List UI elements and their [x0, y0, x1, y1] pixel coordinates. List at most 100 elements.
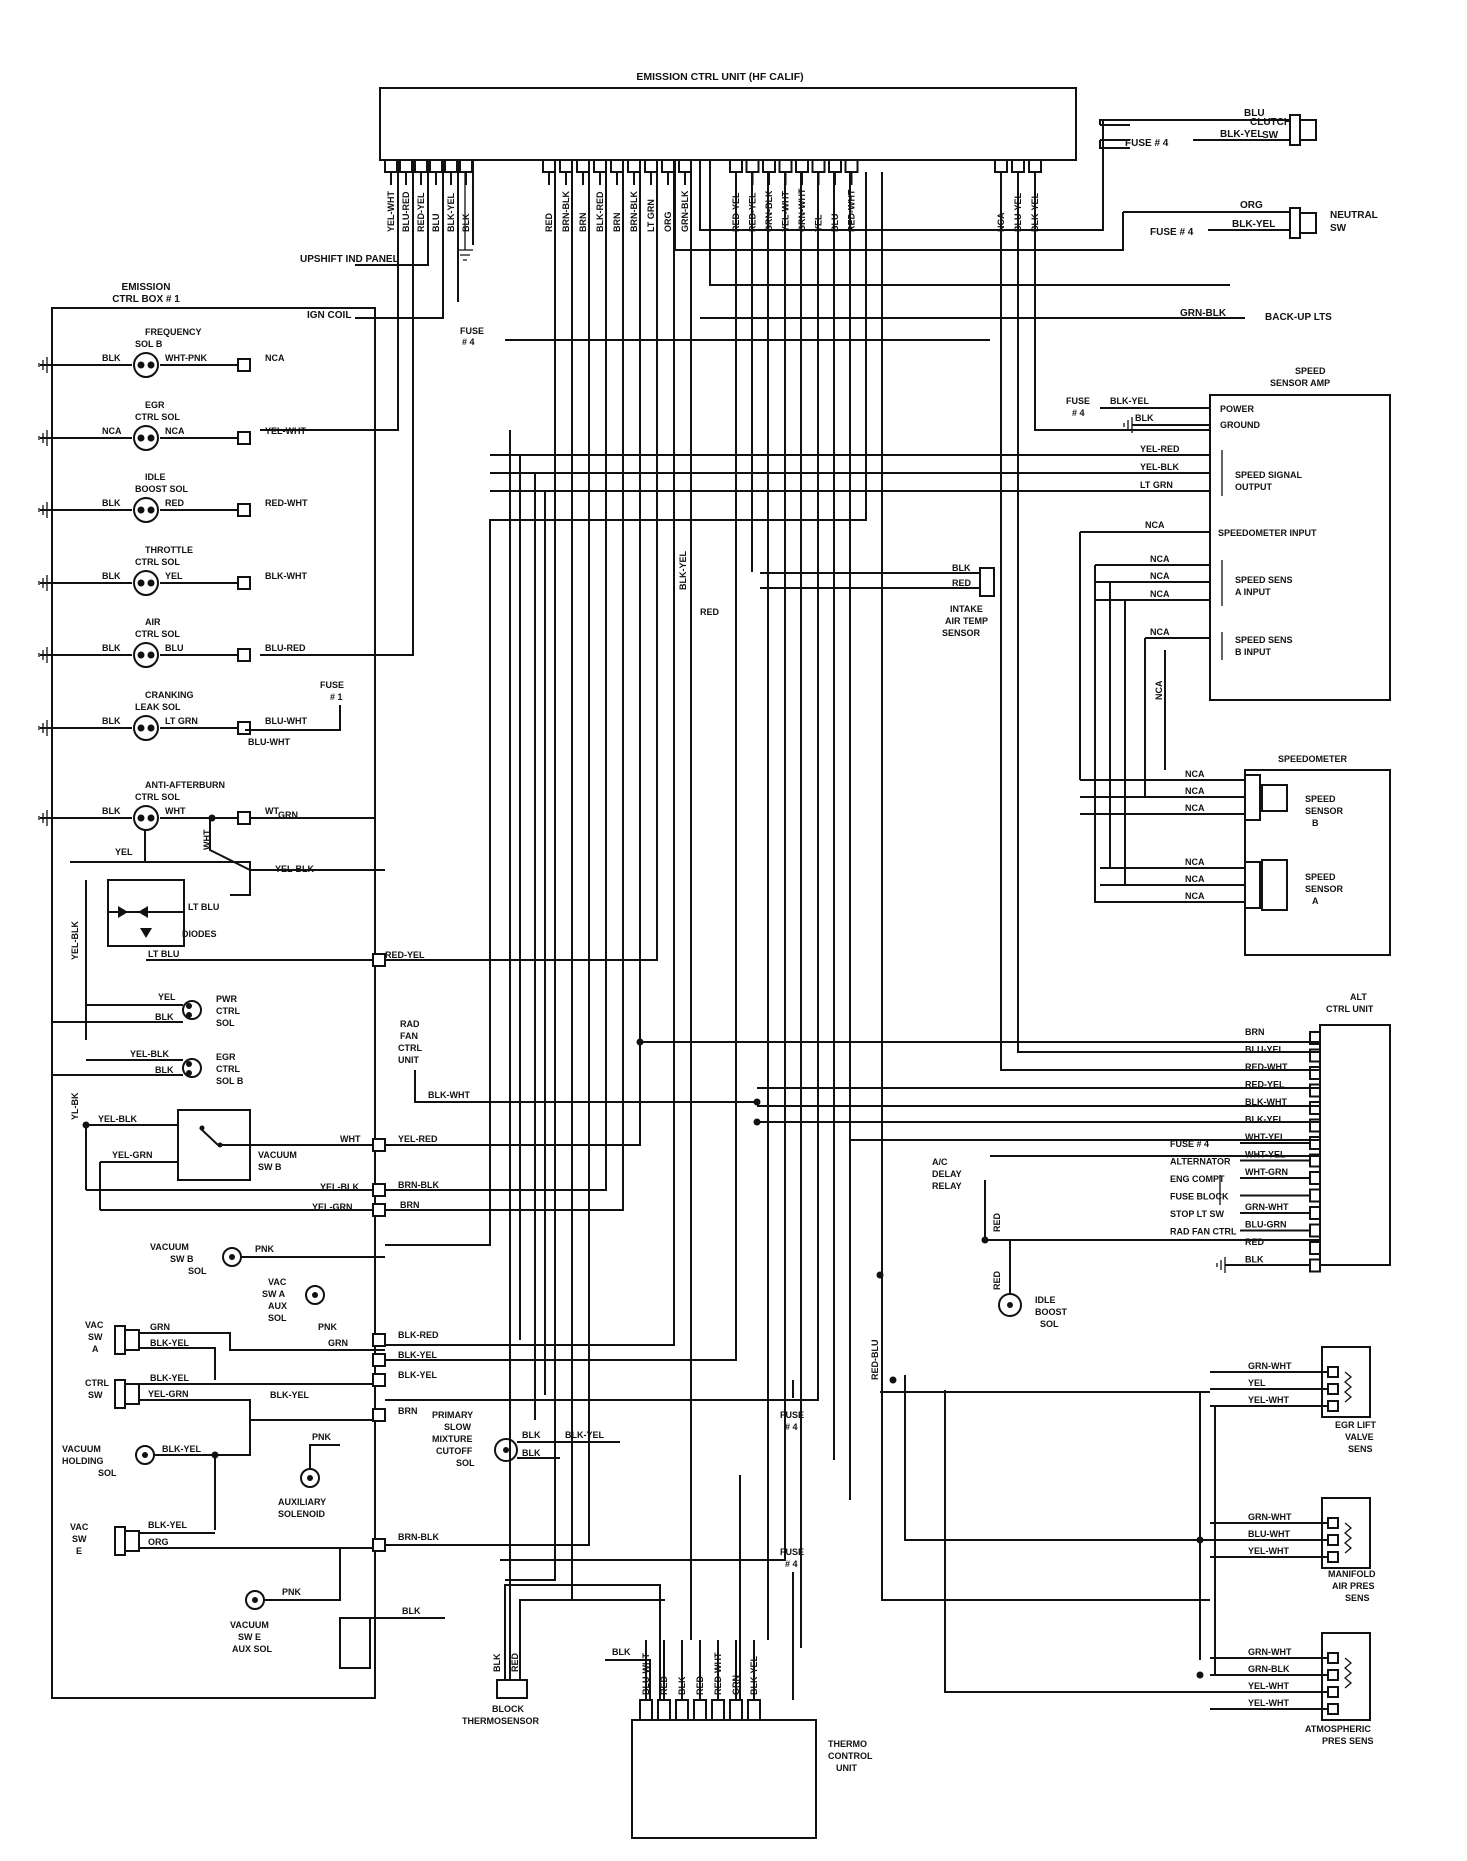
- tcu-blk: BLK: [612, 1647, 631, 1657]
- sensor-pin: [1327, 1652, 1339, 1664]
- trunk-wire: [385, 172, 624, 1211]
- solenoid-name: FREQUENCY: [145, 327, 202, 337]
- bf1-1: FUSE: [780, 1410, 804, 1420]
- ecb-title-2: CTRL BOX # 1: [112, 294, 180, 305]
- iat-red: RED: [952, 578, 972, 588]
- ssa-1: SPEED: [1305, 872, 1336, 882]
- clutch-switch: CLUTCH SW BLU BLK-YEL FUSE # 4: [699, 108, 1317, 231]
- solenoid-out-wire: RED-WHT: [265, 498, 308, 508]
- psm-5: SOL: [456, 1458, 475, 1468]
- bt-blk: BLK: [492, 1653, 502, 1672]
- ssa-ground-label: GROUND: [1220, 420, 1260, 430]
- ctrlsw-1: CTRL: [85, 1378, 109, 1388]
- thermo-pin: [693, 1699, 707, 1721]
- diode-ltblu: LT BLU: [188, 902, 219, 912]
- thermo-pin: [711, 1699, 725, 1721]
- ib-red: RED: [992, 1270, 1002, 1290]
- ecu-pin: [576, 159, 590, 173]
- clutch-label-2: SW: [1262, 130, 1279, 141]
- ecu-pin: [610, 159, 624, 173]
- ecu-wire-label: RED-YEL: [416, 192, 426, 232]
- ssa-speedo-wire: NCA: [1145, 520, 1165, 530]
- sensor-wire-label: BLU-WHT: [1248, 1529, 1290, 1539]
- vse-org: ORG: [148, 1537, 169, 1547]
- acd-3: RELAY: [932, 1181, 962, 1191]
- ecb-grn: GRN: [278, 810, 298, 820]
- ecb-redyel: RED-YEL: [385, 950, 425, 960]
- egr-b-yelblk: YEL-BLK: [130, 1049, 169, 1059]
- diodes-area: YEL LT BLU DIODES LT BLU YEL-BLK: [70, 830, 385, 1040]
- ssa-signal-label: LT GRN: [1140, 480, 1173, 490]
- ecu-pin: [593, 159, 607, 173]
- tcu-1: THERMO: [828, 1739, 867, 1749]
- ecb-right-pin: [372, 1538, 386, 1552]
- acd-red: RED: [992, 1212, 1002, 1232]
- vsa-1: VAC: [268, 1277, 287, 1287]
- ecu-pin: [459, 159, 473, 173]
- ecb-brn-2: BRN: [398, 1406, 418, 1416]
- vsea-3: AUX SOL: [232, 1644, 273, 1654]
- solenoid-right-wire: BLU: [165, 643, 184, 653]
- vswa-2: SW: [88, 1332, 103, 1342]
- ecb-brnblk: BRN-BLK: [398, 1180, 439, 1190]
- ecb-right-pin: [372, 1353, 386, 1367]
- solenoid-name: LEAK SOL: [135, 702, 181, 712]
- ecu-pin: [1011, 159, 1025, 173]
- vsa-4: SOL: [268, 1313, 287, 1323]
- trunk-wire: [385, 172, 867, 1246]
- resistor-icon: [1343, 1657, 1353, 1689]
- sensor-pin: [1327, 1400, 1339, 1412]
- junction-dot: [636, 1038, 644, 1046]
- alt-wire-label: BLK-WHT: [1245, 1097, 1287, 1107]
- solenoid-terminal: [147, 724, 155, 732]
- ecu-pin: [384, 159, 398, 173]
- ecu-pin: [811, 159, 826, 173]
- egr-b-label-3: SOL B: [216, 1076, 244, 1086]
- vsb-out-yelgrn: YEL-GRN: [312, 1202, 353, 1212]
- vswa-3: A: [92, 1344, 99, 1354]
- solenoid-coil-icon: [133, 497, 159, 523]
- ecb-pin: [237, 811, 251, 825]
- ecb-right-pin: [372, 1183, 386, 1197]
- ssa-sig-label: SPEED SIGNAL: [1235, 470, 1303, 480]
- diode-yel: YEL: [115, 847, 133, 857]
- solenoid-terminal: [137, 579, 145, 587]
- speedo-b-label: NCA: [1185, 769, 1205, 779]
- speedo-b-label: NCA: [1185, 786, 1205, 796]
- vsea-2: SW E: [238, 1632, 261, 1642]
- alt-wire-label: GRN-WHT: [1245, 1202, 1289, 1212]
- solenoid-coil-icon: [133, 425, 159, 451]
- ecu-pin: [542, 159, 556, 173]
- fuse-left-2: # 4: [462, 337, 475, 347]
- trunk-wire: [1000, 172, 1320, 1071]
- ecb-right-pin: [372, 1408, 386, 1422]
- solenoid-name: THROTTLE: [145, 545, 193, 555]
- solenoid-out-wire: WT: [265, 806, 279, 816]
- tcu-3: UNIT: [836, 1763, 857, 1773]
- ecu-pins: [384, 159, 1042, 261]
- alt-pin: [1309, 1223, 1321, 1238]
- junction-dot: [981, 1236, 989, 1244]
- neutral-label-2: SW: [1330, 223, 1347, 234]
- alt-wire-label: BLU-YEL: [1245, 1045, 1284, 1055]
- vh-3: SOL: [98, 1468, 117, 1478]
- neutral-wire-org: ORG: [1240, 200, 1263, 211]
- alt-side-label: ENG COMPT: [1170, 1174, 1225, 1184]
- ecb-right-pin: [372, 1138, 386, 1152]
- vsa-pnk: PNK: [318, 1322, 338, 1332]
- alt-pin: [1309, 1206, 1321, 1220]
- solenoid-right-wire: RED: [165, 498, 185, 508]
- ecu-wire-label: BLU-RED: [401, 191, 411, 232]
- solenoid-name: CRANKING: [145, 690, 194, 700]
- sensor-wire-label: YEL-WHT: [1248, 1698, 1289, 1708]
- ssa-a-label: NCA: [1150, 589, 1170, 599]
- sens-vert: [904, 1375, 1210, 1541]
- ctrlsw-blkyel: BLK-YEL: [150, 1373, 189, 1383]
- junction-dot: [82, 1121, 90, 1129]
- solenoid-name: IDLE: [145, 472, 166, 482]
- speedo-route: [1094, 565, 1100, 903]
- ecu-pin: [762, 159, 776, 173]
- solenoid-out-wire: YEL-WHT: [265, 426, 306, 436]
- solenoid-terminal: [147, 579, 155, 587]
